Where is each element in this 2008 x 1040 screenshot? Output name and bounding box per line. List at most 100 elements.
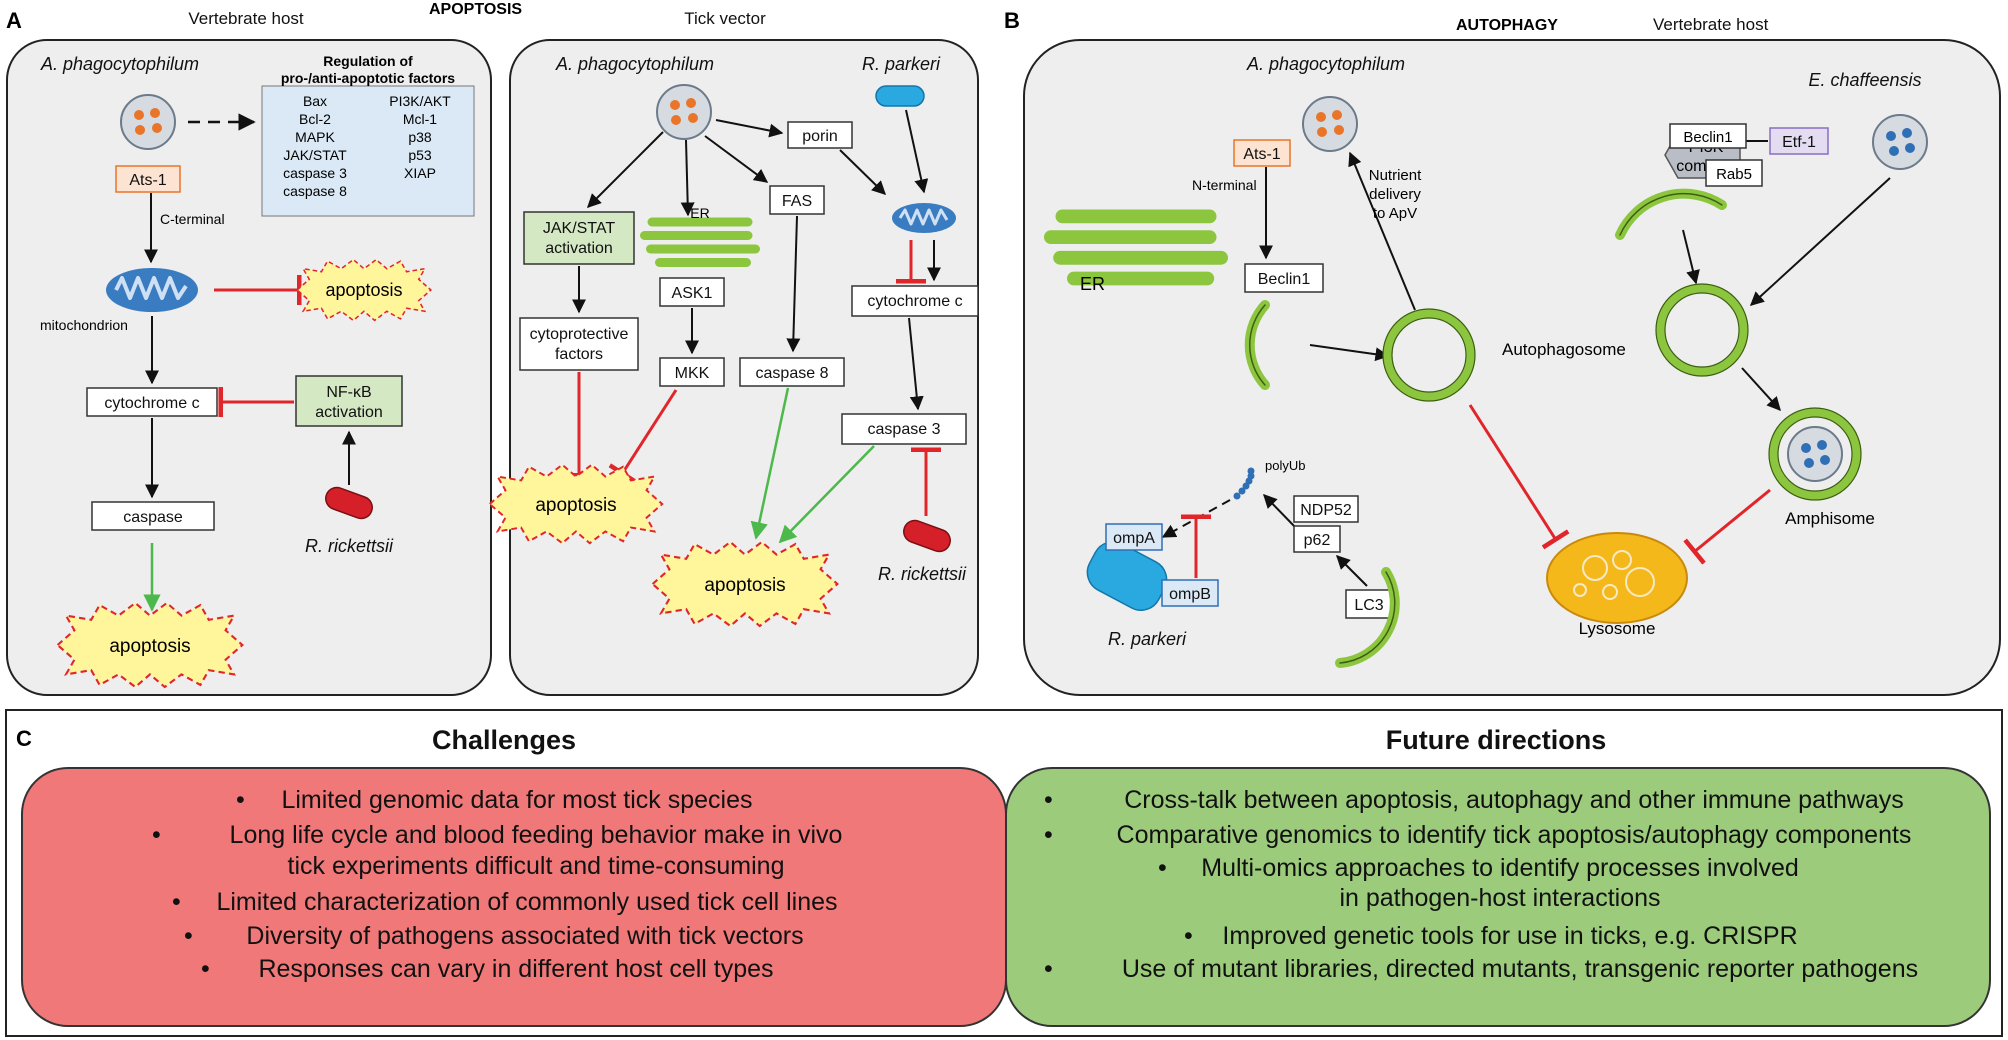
factor-item: JAK/STAT xyxy=(283,147,347,163)
lysosome-label: Lysosome xyxy=(1579,619,1656,638)
lysosome-icon xyxy=(1546,532,1688,624)
bullet: • xyxy=(1158,854,1167,882)
n-terminal-label: N-terminal xyxy=(1192,177,1257,193)
panel-a-label: A xyxy=(6,8,22,33)
future-directions-box xyxy=(1005,767,1991,1027)
factor-item: Bcl-2 xyxy=(299,111,331,127)
bullet: • xyxy=(201,955,210,983)
caspase-label: caspase xyxy=(123,509,183,526)
autophagosome-left xyxy=(1382,308,1476,402)
bullet: • xyxy=(236,786,245,814)
panel-c-label: C xyxy=(16,726,32,751)
nfkb-box xyxy=(295,375,403,427)
challenge-item: Responses can vary in different host cel… xyxy=(258,955,773,983)
bullet: • xyxy=(152,821,161,849)
future-item: Use of mutant libraries, directed mutant… xyxy=(1122,955,1918,983)
ompb-label: ompB xyxy=(1169,586,1211,603)
factor-item: Mcl-1 xyxy=(403,111,437,127)
factor-item: caspase 3 xyxy=(283,165,347,181)
vertebrate-host-label-b: Vertebrate host xyxy=(1653,15,1769,34)
mkk-box xyxy=(659,357,725,387)
rab5-text: Rab5 xyxy=(1716,166,1752,183)
regulation-title-2: pro-/anti-apoptotic factors xyxy=(281,70,455,86)
factor-list-left: Bax Bcl-2 MAPK JAK/STAT caspase 3 caspas… xyxy=(283,93,347,199)
polyub-label: polyUb xyxy=(1265,458,1305,473)
apoptosis-label: apoptosis xyxy=(704,575,785,596)
mitochondrion-icon xyxy=(890,201,958,235)
autophagy-title: AUTOPHAGY xyxy=(1456,17,1558,34)
factor-item: p38 xyxy=(408,129,432,145)
p62-box xyxy=(1293,525,1341,553)
er-label: ER xyxy=(690,205,709,221)
a-phagocytophilum-icon xyxy=(656,84,712,140)
r-rickettsii-label: R. rickettsii xyxy=(878,564,967,584)
amphisome xyxy=(1768,407,1862,501)
p62-label: p62 xyxy=(1304,532,1331,549)
cytochrome-c-label: cytochrome c xyxy=(104,395,199,412)
bullet: • xyxy=(1044,955,1053,983)
factor-item: Bax xyxy=(303,93,327,109)
rab5-box xyxy=(1705,159,1763,187)
c-terminal-label: C-terminal xyxy=(160,211,225,227)
bullet: • xyxy=(1184,922,1193,950)
challenge-item: Limited genomic data for most tick speci… xyxy=(281,786,752,814)
ats1-box xyxy=(1233,139,1291,167)
e-chaffeensis-icon xyxy=(1787,426,1843,482)
panel-b-label: B xyxy=(1004,8,1020,33)
factor-item: PI3K/AKT xyxy=(389,93,451,109)
amphisome-label: Amphisome xyxy=(1785,509,1875,528)
future-item: Comparative genomics to identify tick ap… xyxy=(1117,821,1912,849)
etf1-box xyxy=(1769,127,1829,155)
future-item-continued: in pathogen-host interactions xyxy=(1339,884,1660,912)
autophagosome-label: Autophagosome xyxy=(1502,340,1626,359)
factor-list-right: PI3K/AKT Mcl-1 p38 p53 XIAP xyxy=(389,93,451,181)
bullet: • xyxy=(1044,821,1053,849)
nutrient-label-3: to ApV xyxy=(1373,205,1417,222)
fas-label: FAS xyxy=(782,193,812,210)
polyub-chain-icon xyxy=(1233,467,1255,500)
er-label: ER xyxy=(1080,274,1105,294)
factor-item: XIAP xyxy=(404,165,436,181)
challenge-item: Long life cycle and blood feeding behavi… xyxy=(230,821,843,849)
caspase-box xyxy=(91,501,215,531)
nfkb-label-1: NF-κB xyxy=(326,384,371,401)
bullet: • xyxy=(1044,786,1053,814)
challenge-item: Limited characterization of commonly use… xyxy=(216,888,837,916)
beclin1-label: Beclin1 xyxy=(1258,271,1311,288)
factor-item: caspase 8 xyxy=(283,183,347,199)
ats1-label: Ats-1 xyxy=(129,172,166,189)
bullet: • xyxy=(184,922,193,950)
ndp52-label: NDP52 xyxy=(1300,502,1352,519)
a-phagocytophilum-label: A. phagocytophilum xyxy=(555,54,714,74)
future-item: Improved genetic tools for use in ticks,… xyxy=(1222,922,1797,950)
r-rickettsii-label: R. rickettsii xyxy=(305,536,394,556)
r-parkeri-label: R. parkeri xyxy=(1108,629,1187,649)
nutrient-label-1: Nutrient xyxy=(1369,167,1422,184)
ndp52-box xyxy=(1293,495,1359,523)
cytoprotective-label-1: cytoprotective xyxy=(530,326,629,343)
caspase8-box xyxy=(739,357,845,387)
ompa-label: ompA xyxy=(1113,530,1155,547)
regulation-title-1: Regulation of xyxy=(323,53,413,69)
apoptosis-title: APOPTOSIS xyxy=(429,1,522,18)
challenges-list: • Limited genomic data for most tick spe… xyxy=(152,786,842,983)
r-parkeri-label: R. parkeri xyxy=(862,54,941,74)
ask1-box xyxy=(659,277,725,307)
a-phagocytophilum-icon xyxy=(1302,96,1358,152)
mkk-label: MKK xyxy=(675,365,710,382)
apoptosis-label: apoptosis xyxy=(109,636,190,657)
bullet: • xyxy=(172,888,181,916)
future-directions-list: • Cross-talk between apoptosis, autophag… xyxy=(1044,786,1918,983)
future-item: Multi-omics approaches to identify proce… xyxy=(1201,854,1799,882)
ats1-box xyxy=(115,165,181,193)
a-phagocytophilum-icon xyxy=(120,94,176,150)
apoptosis-label: apoptosis xyxy=(535,495,616,516)
beclin1-label: Beclin1 xyxy=(1683,129,1732,146)
etf1-label: Etf-1 xyxy=(1782,134,1816,151)
cytochrome-c-box xyxy=(851,285,979,317)
lc3-label: LC3 xyxy=(1354,597,1383,614)
mitochondrion-label: mitochondrion xyxy=(40,317,128,333)
caspase3-box xyxy=(841,413,967,445)
mitochondrion-icon xyxy=(104,266,200,314)
